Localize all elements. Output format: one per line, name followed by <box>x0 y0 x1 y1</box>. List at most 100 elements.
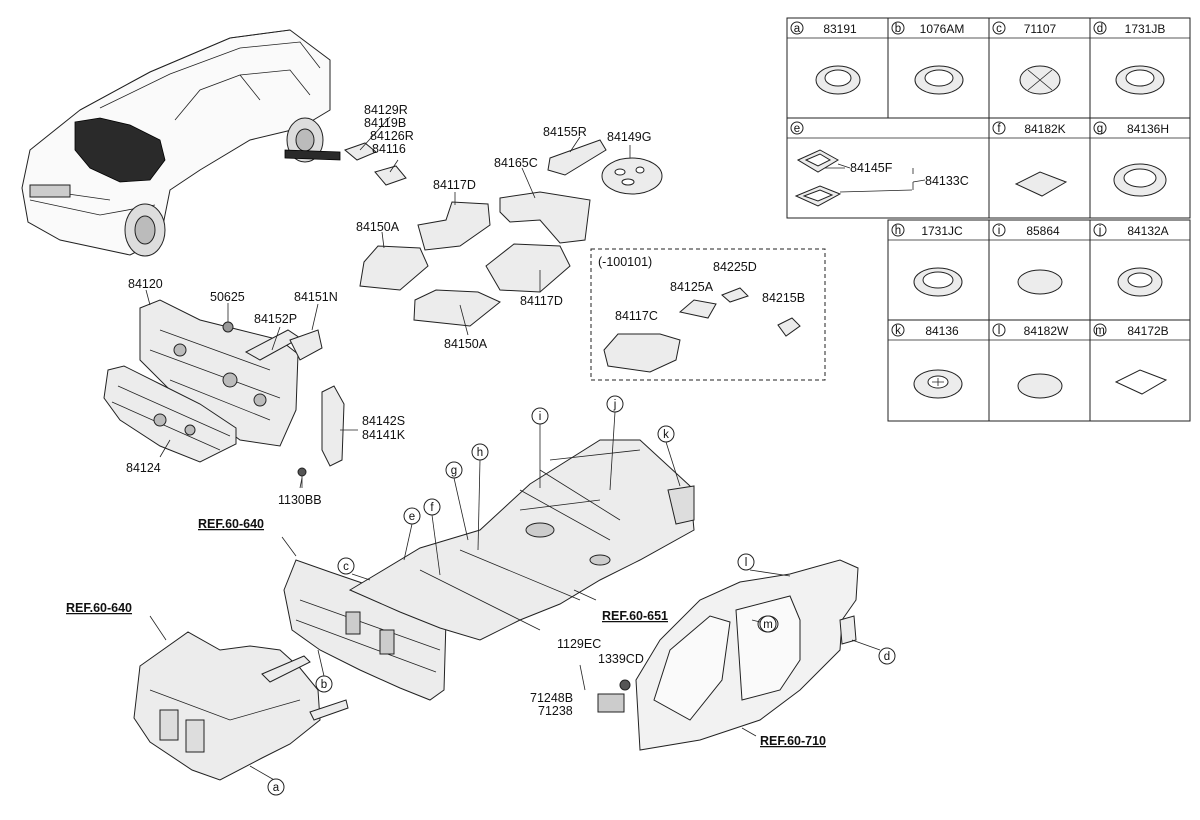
floor-pan <box>283 439 695 701</box>
legend-part-h: 1731JC <box>921 224 963 238</box>
label-84124: 84124 <box>126 461 161 475</box>
callout-l-letter: l <box>745 557 748 569</box>
dash-panel-parts <box>103 299 345 488</box>
label-84150A-upper: 84150A <box>356 220 400 234</box>
label-84125A: 84125A <box>670 280 714 294</box>
legend-part-j: 84132A <box>1127 224 1168 238</box>
legend-cell-c: c 71107 <box>988 17 1091 119</box>
pad-parts-top <box>344 139 663 327</box>
part-number-labels: 84129R 84119B 84126R 84116 84155R 84149G… <box>126 103 805 718</box>
ref-60-651[interactable]: REF.60-651 <box>602 609 668 623</box>
legend-letter-d: d <box>1097 23 1103 35</box>
callout-f-letter: f <box>430 502 434 514</box>
legend-cell-f: f 84182K <box>988 117 1091 219</box>
label-84120: 84120 <box>128 277 163 291</box>
legend-cell-d: d 1731JB <box>1089 17 1191 119</box>
legend-letter-c: c <box>996 23 1002 35</box>
callout-c: c <box>337 557 355 575</box>
legend-part-c: 71107 <box>1024 22 1057 36</box>
label-84225D: 84225D <box>713 260 757 274</box>
callout-m: m <box>759 615 777 633</box>
callout-d-letter: d <box>884 651 890 663</box>
legend-letter-a: a <box>794 23 801 35</box>
label-84215B: 84215B <box>762 291 805 305</box>
legend-letter-g: g <box>1097 123 1103 135</box>
legend-part-a: 83191 <box>823 22 857 36</box>
label-84129R: 84129R <box>364 103 408 117</box>
callout-g: g <box>445 461 463 479</box>
variant-code: (-100101) <box>598 255 652 269</box>
callout-e-letter: e <box>409 511 415 523</box>
legend-cell-k: k 84136 <box>887 319 990 422</box>
legend-cell-b: b 1076AM <box>887 17 990 119</box>
label-84155R: 84155R <box>543 125 587 139</box>
callout-j: j <box>606 395 624 413</box>
callout-f: f <box>423 498 441 516</box>
legend-cell-g: g 84136H <box>1089 117 1191 219</box>
legend-part-g: 84136H <box>1127 122 1169 136</box>
front-structure <box>133 631 349 781</box>
callout-e: e <box>403 507 421 525</box>
legend-letter-j: j <box>1098 225 1102 237</box>
ref-60-640-lower[interactable]: REF.60-640 <box>66 601 132 615</box>
label-84142S: 84142S <box>362 414 405 428</box>
legend-letter-b: b <box>895 23 901 35</box>
legend-part-k: 84136 <box>925 324 959 338</box>
callout-i-letter: i <box>539 411 542 423</box>
callout-a-letter: a <box>273 782 280 794</box>
ref-60-640-upper[interactable]: REF.60-640 <box>198 517 264 531</box>
label-84151N: 84151N <box>294 290 338 304</box>
reference-labels: REF.60-640 REF.60-640 REF.60-651 REF.60-… <box>66 517 826 748</box>
car-illustration <box>21 29 341 257</box>
legend-cell-i: i 85864 <box>988 219 1091 321</box>
label-84117D-upper: 84117D <box>433 178 476 192</box>
legend-cell-l: l 84182W <box>988 319 1091 422</box>
callout-b-letter: b <box>321 679 327 691</box>
label-1129EC: 1129EC <box>557 637 601 651</box>
callout-b: b <box>315 675 333 693</box>
legend-cell-e: e 84145F 84133C <box>786 117 990 219</box>
callout-k: k <box>657 425 675 443</box>
callout-k-letter: k <box>663 429 669 441</box>
legend-letter-k: k <box>895 325 901 337</box>
legend-letter-m: m <box>1095 325 1105 337</box>
callout-a: a <box>267 778 285 796</box>
label-84126R: 84126R <box>370 129 414 143</box>
label-71248B: 71248B <box>530 691 573 705</box>
label-84149G: 84149G <box>607 130 651 144</box>
callout-g-letter: g <box>451 465 457 477</box>
legend-letter-e: e <box>794 123 800 135</box>
label-50625: 50625 <box>210 290 245 304</box>
callout-h-letter: h <box>477 447 483 459</box>
legend-cell-j: j 84132A <box>1089 219 1191 321</box>
callout-l: l <box>737 553 755 571</box>
leader-lines <box>145 116 926 782</box>
legend-cell-a: a 83191 <box>786 17 889 119</box>
label-1339CD: 1339CD <box>598 652 644 666</box>
label-1130BB: 1130BB <box>278 493 322 507</box>
label-84117D-lower: 84117D <box>520 294 563 308</box>
legend-label-84145F: 84145F <box>850 161 893 175</box>
legend-letter-f: f <box>997 123 1001 135</box>
label-84141K: 84141K <box>362 428 406 442</box>
legend-letter-l: l <box>998 325 1001 337</box>
legend-part-i: 85864 <box>1026 224 1060 238</box>
callout-m-letter: m <box>763 619 773 631</box>
legend-table: a 83191 b 1076AM c 71107 d 1731JB <box>786 17 1191 422</box>
label-84116: 84116 <box>372 142 406 156</box>
variant-box <box>590 248 826 381</box>
callout-circles: i j k h g f e c b a l m d <box>267 395 896 796</box>
legend-part-b: 1076AM <box>920 22 965 36</box>
legend-part-f: 84182K <box>1024 122 1065 136</box>
legend-label-84133C: 84133C <box>925 174 969 188</box>
legend-letter-i: i <box>998 225 1001 237</box>
label-84152P: 84152P <box>254 312 297 326</box>
legend-part-l: 84182W <box>1024 324 1069 338</box>
legend-part-d: 1731JB <box>1125 22 1166 36</box>
ref-60-710[interactable]: REF.60-710 <box>760 734 826 748</box>
label-84150A-lower: 84150A <box>444 337 488 351</box>
label-84165C: 84165C <box>494 156 538 170</box>
legend-cell-m: m 84172B <box>1089 319 1191 422</box>
callout-i: i <box>531 407 549 425</box>
